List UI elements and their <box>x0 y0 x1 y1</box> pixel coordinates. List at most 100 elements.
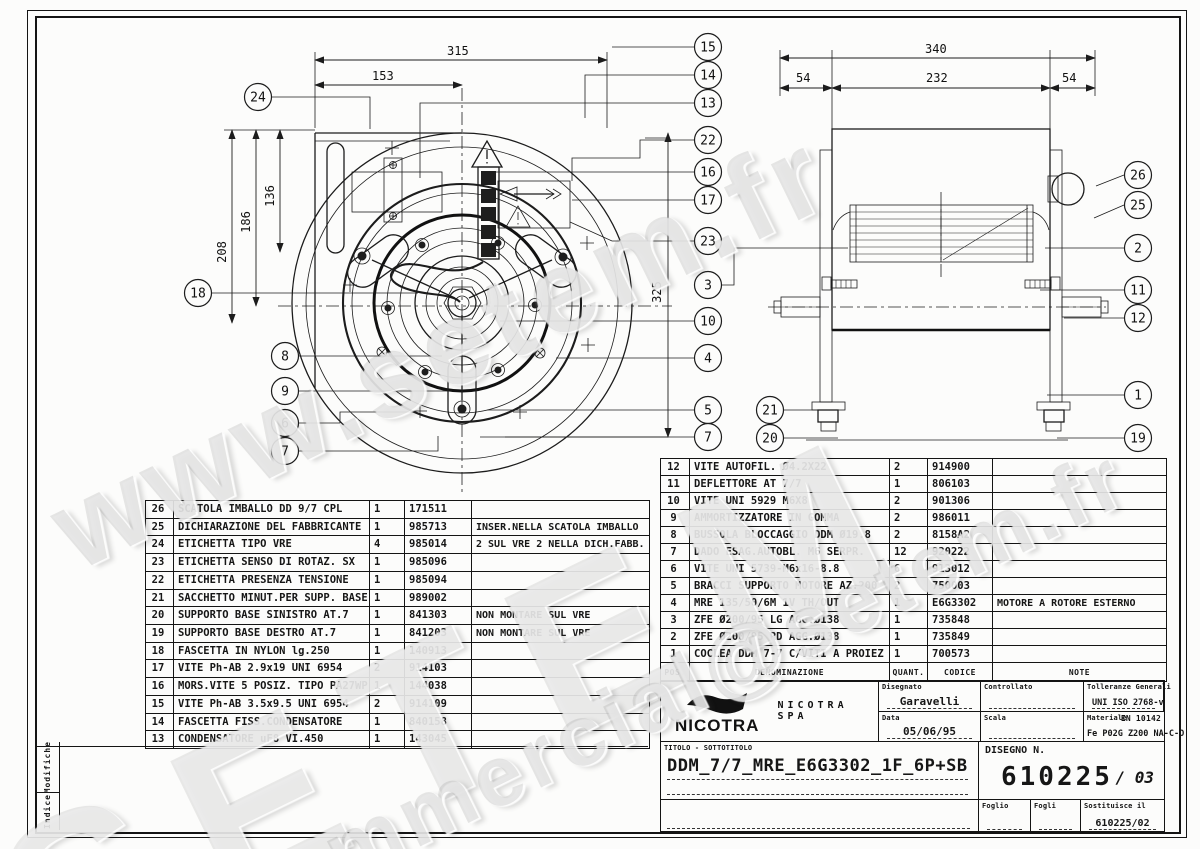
materiale-value-2: Fe P02G Z200 NA-C-O <box>1087 729 1185 739</box>
bom-cell-name: VITE AUTOFIL. Ø4.2X22 <box>689 459 889 475</box>
bom-cell-pos: 7 <box>670 546 677 558</box>
bom-cell-code: 989002 <box>404 589 471 607</box>
controllato-label: Controllato <box>984 683 1033 691</box>
bom-cell-code: 735848 <box>927 612 992 628</box>
bom-cell-qty: 1 <box>369 589 404 607</box>
bom-cell-code: 841203 <box>404 625 471 642</box>
indice-label: Indice <box>42 793 52 829</box>
bom-cell-pos: 26 <box>151 503 165 515</box>
bom-cell-name: SACCHETTO MINUT.PER SUPP. BASE <box>173 589 369 607</box>
balloon-6 <box>270 408 300 438</box>
balloon-number: 4 <box>704 352 712 367</box>
bom-cell-qty: 1 <box>889 629 927 645</box>
bom-cell-pos: 8 <box>670 529 677 541</box>
balloon-number: 12 <box>1130 312 1146 327</box>
sostituisce-value: 610225/02 <box>1089 818 1156 830</box>
bom-cell-qty: 1 <box>889 476 927 492</box>
bom-cell-note: 2 SUL VRE 2 NELLA DICH.FABB. <box>471 536 649 554</box>
dim-label: 208 <box>215 241 229 263</box>
dim-label: 153 <box>372 69 394 83</box>
bom-cell-name: AMMORTIZZATORE IN GOMMA <box>689 510 889 526</box>
bom-cell-note <box>992 493 1166 509</box>
bom-cell-name: BUSSOLA BLOCCAGGIO DDM Ø19.8 <box>689 527 889 543</box>
bom-cell-note <box>992 544 1166 560</box>
bom-cell-name: COCLEA DDM 7-7 C/VITI A PROIEZ <box>689 646 889 662</box>
bom-cell-pos: 13 <box>151 733 165 746</box>
bom-cell-code: 985014 <box>404 536 471 554</box>
balloon-number: 7 <box>281 445 289 460</box>
bom-cell-pos: 23 <box>151 556 165 569</box>
leader-lines <box>212 46 1125 452</box>
disegno-label: DISEGNO N. <box>985 745 1046 756</box>
bom-cell-note: NON MONTARE SUL VRE <box>471 625 649 642</box>
bom-cell-note <box>992 510 1166 526</box>
balloon-13 <box>693 88 723 118</box>
position-marks <box>343 141 595 419</box>
header-note: NOTE <box>992 663 1166 682</box>
bom-cell-pos: 4 <box>670 597 677 609</box>
bom-cell-note <box>471 731 649 749</box>
bom-cell-note <box>992 527 1166 543</box>
nicotra-flag-icon <box>687 693 748 714</box>
balloon-22 <box>693 125 723 155</box>
motor-arm-upper-left <box>346 234 456 299</box>
bom-cell-name: VITE UNI 5929 M6X8 <box>689 493 889 509</box>
company-logo-cell: NICOTRA NICOTRA SPA <box>661 681 879 741</box>
bom-cell-code: 8158A2 <box>927 527 992 543</box>
terminal-block <box>477 166 500 260</box>
motor-arm-bottom <box>447 315 477 425</box>
bom-cell-note: MOTORE A ROTORE ESTERNO <box>992 595 1166 611</box>
bom-cell-pos: 2 <box>670 631 677 643</box>
bom-cell-code: 700573 <box>927 646 992 662</box>
balloon-number: 13 <box>700 97 716 112</box>
power-cable <box>389 261 484 303</box>
fogli-label: Fogli <box>1034 802 1057 810</box>
bom-cell-qty: 1 <box>369 678 404 695</box>
bom-cell-qty: 1 <box>889 646 927 662</box>
dim-label: 325 <box>650 281 664 303</box>
bom-cell-qty: 1 <box>369 625 404 642</box>
balloon-number: 21 <box>762 404 778 419</box>
bom-cell-name: DEFLETTORE AT 7/7 <box>689 476 889 492</box>
bom-cell-note <box>992 646 1166 662</box>
balloon-number: 18 <box>190 287 206 302</box>
balloon-9 <box>270 376 300 406</box>
panel-slot <box>326 142 345 254</box>
balloon-16 <box>693 157 723 187</box>
bom-cell-pos: 11 <box>667 478 680 490</box>
bom-cell-qty: 1 <box>889 595 927 611</box>
bom-cell-note <box>992 459 1166 475</box>
balloon-12 <box>1123 303 1153 333</box>
title-block: NICOTRA NICOTRA SPA Disegnato Garavelli … <box>660 680 1184 833</box>
bom-cell-name: VITE UNI 5739-M6x16-8.8 <box>689 561 889 577</box>
logo-wordmark: NICOTRA <box>675 716 760 735</box>
bom-cell-code: 920222 <box>927 544 992 560</box>
dim-label: 136 <box>263 185 277 207</box>
bom-cell-name: VITE Ph-AB 2.9x19 UNI 6954 <box>173 660 369 678</box>
revision-area-line <box>35 746 648 747</box>
bom-cell-code: 913012 <box>927 561 992 577</box>
bom-cell-pos: 10 <box>667 495 680 507</box>
bom-cell-name: FASCETTA IN NYLON lg.250 <box>173 642 369 660</box>
dim-label: 54 <box>1062 71 1076 85</box>
balloon-number: 15 <box>700 41 716 56</box>
bom-cell-code: 840158 <box>404 713 471 731</box>
bom-cell-code: 914109 <box>404 695 471 713</box>
bom-cell-name: DICHIARAZIONE DEL FABBRICANTE <box>173 518 369 536</box>
bom-cell-pos: 25 <box>151 520 165 533</box>
bom-cell-name: ETICHETTA SENSO DI ROTAZ. SX <box>173 554 369 571</box>
balloon-10 <box>693 306 723 336</box>
bom-cell-pos: 12 <box>667 461 680 473</box>
bom-cell-note <box>471 660 649 678</box>
bom-cell-pos: 1 <box>670 648 677 660</box>
bom-cell-qty: 2 <box>889 510 927 526</box>
bom-cell-code: 171511 <box>404 501 471 518</box>
